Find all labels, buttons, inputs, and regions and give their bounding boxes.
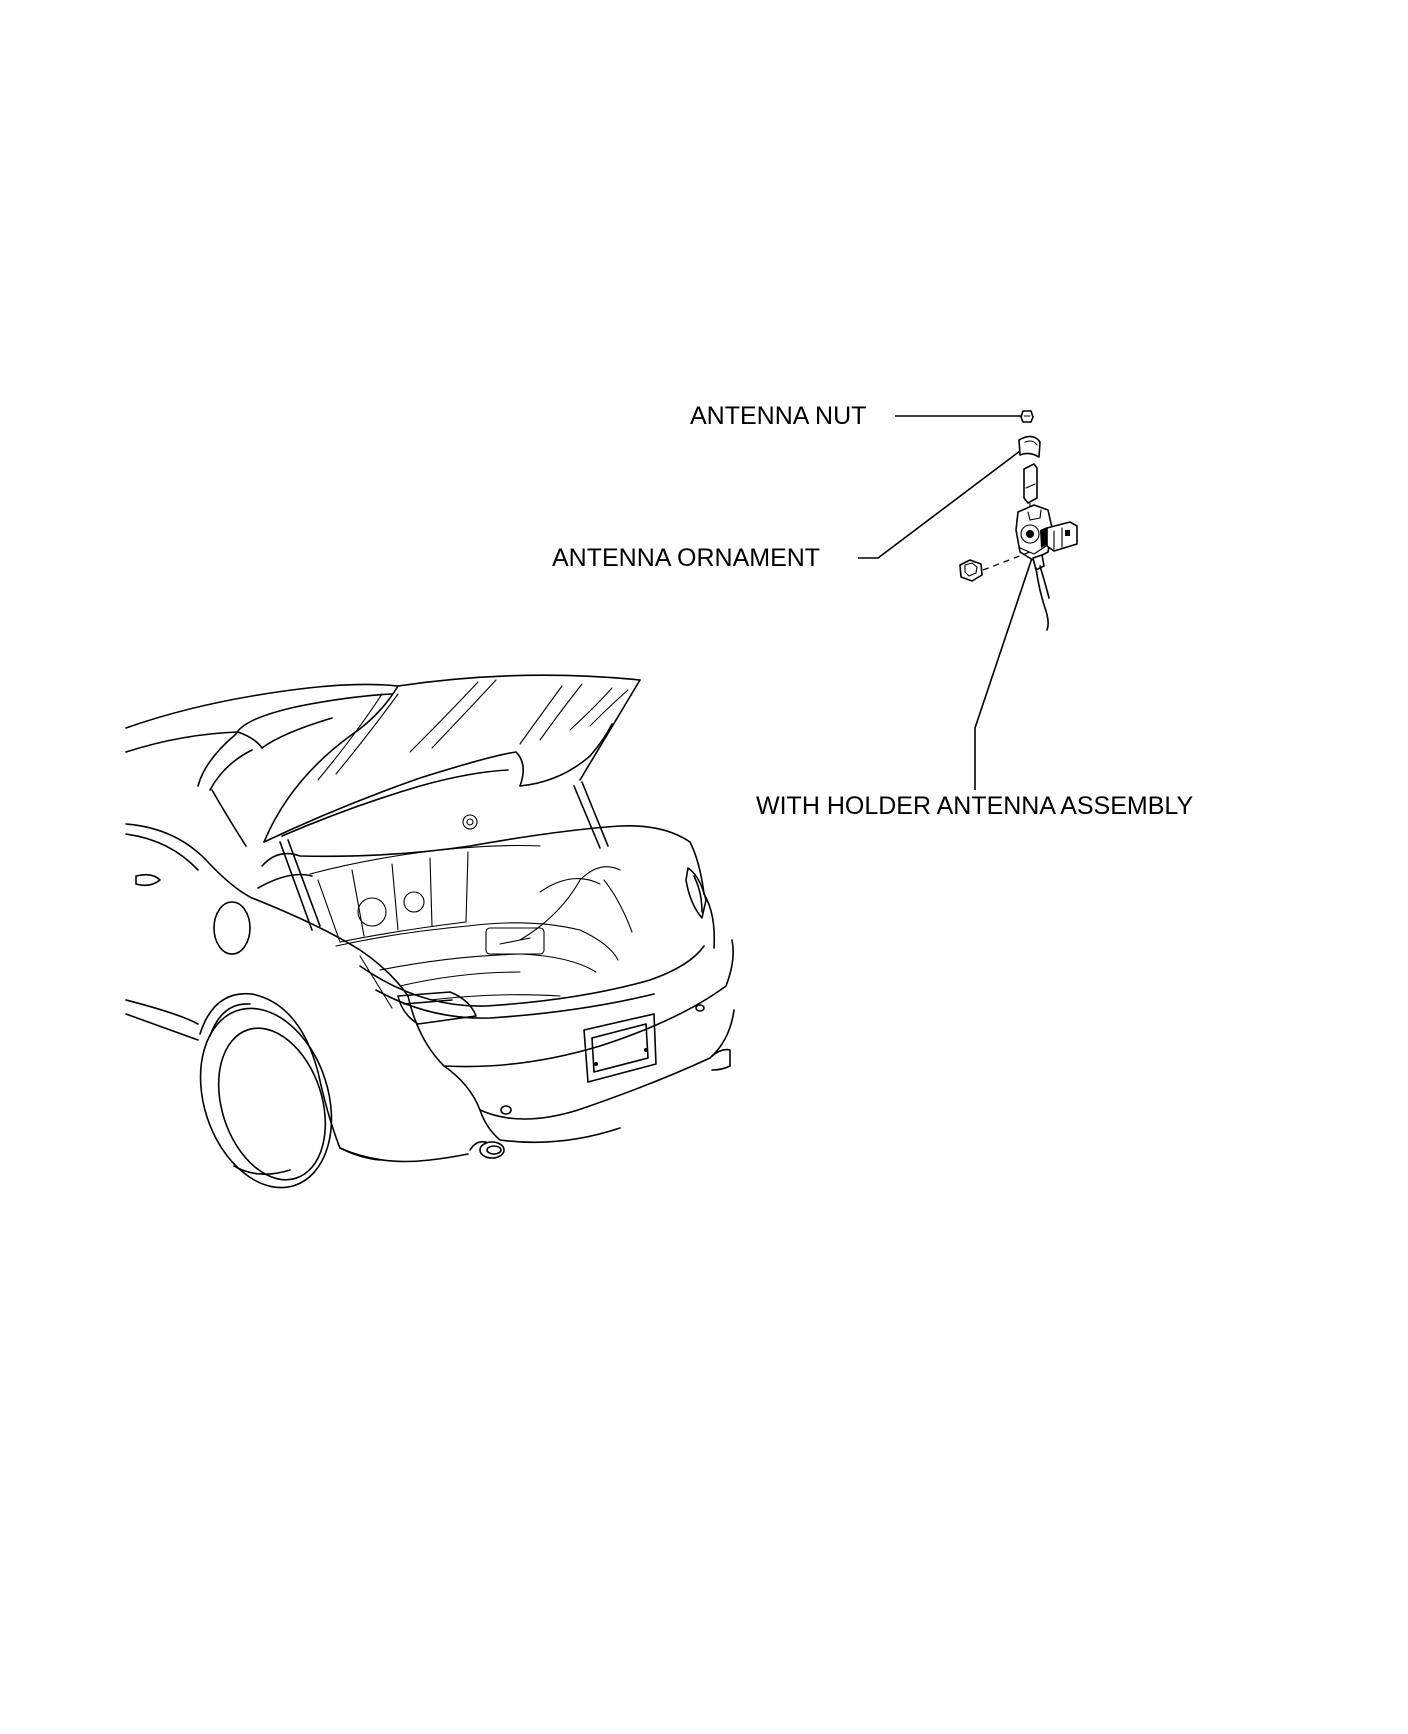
- leader-antenna-ornament: [858, 447, 1025, 559]
- antenna-nut-part: [1020, 410, 1034, 423]
- antenna-ornament-part: [1018, 435, 1041, 458]
- label-antenna-ornament: ANTENNA ORNAMENT: [552, 544, 820, 572]
- label-antenna-nut: ANTENNA NUT: [690, 402, 866, 430]
- car-illustration: [125, 674, 735, 1189]
- label-holder-antenna-assembly: WITH HOLDER ANTENNA ASSEMBLY: [756, 792, 1193, 820]
- leader-holder-antenna-assembly: [974, 551, 1035, 790]
- antenna-assembly-part: [1015, 463, 1078, 631]
- grommet-nut-part: [959, 551, 1031, 582]
